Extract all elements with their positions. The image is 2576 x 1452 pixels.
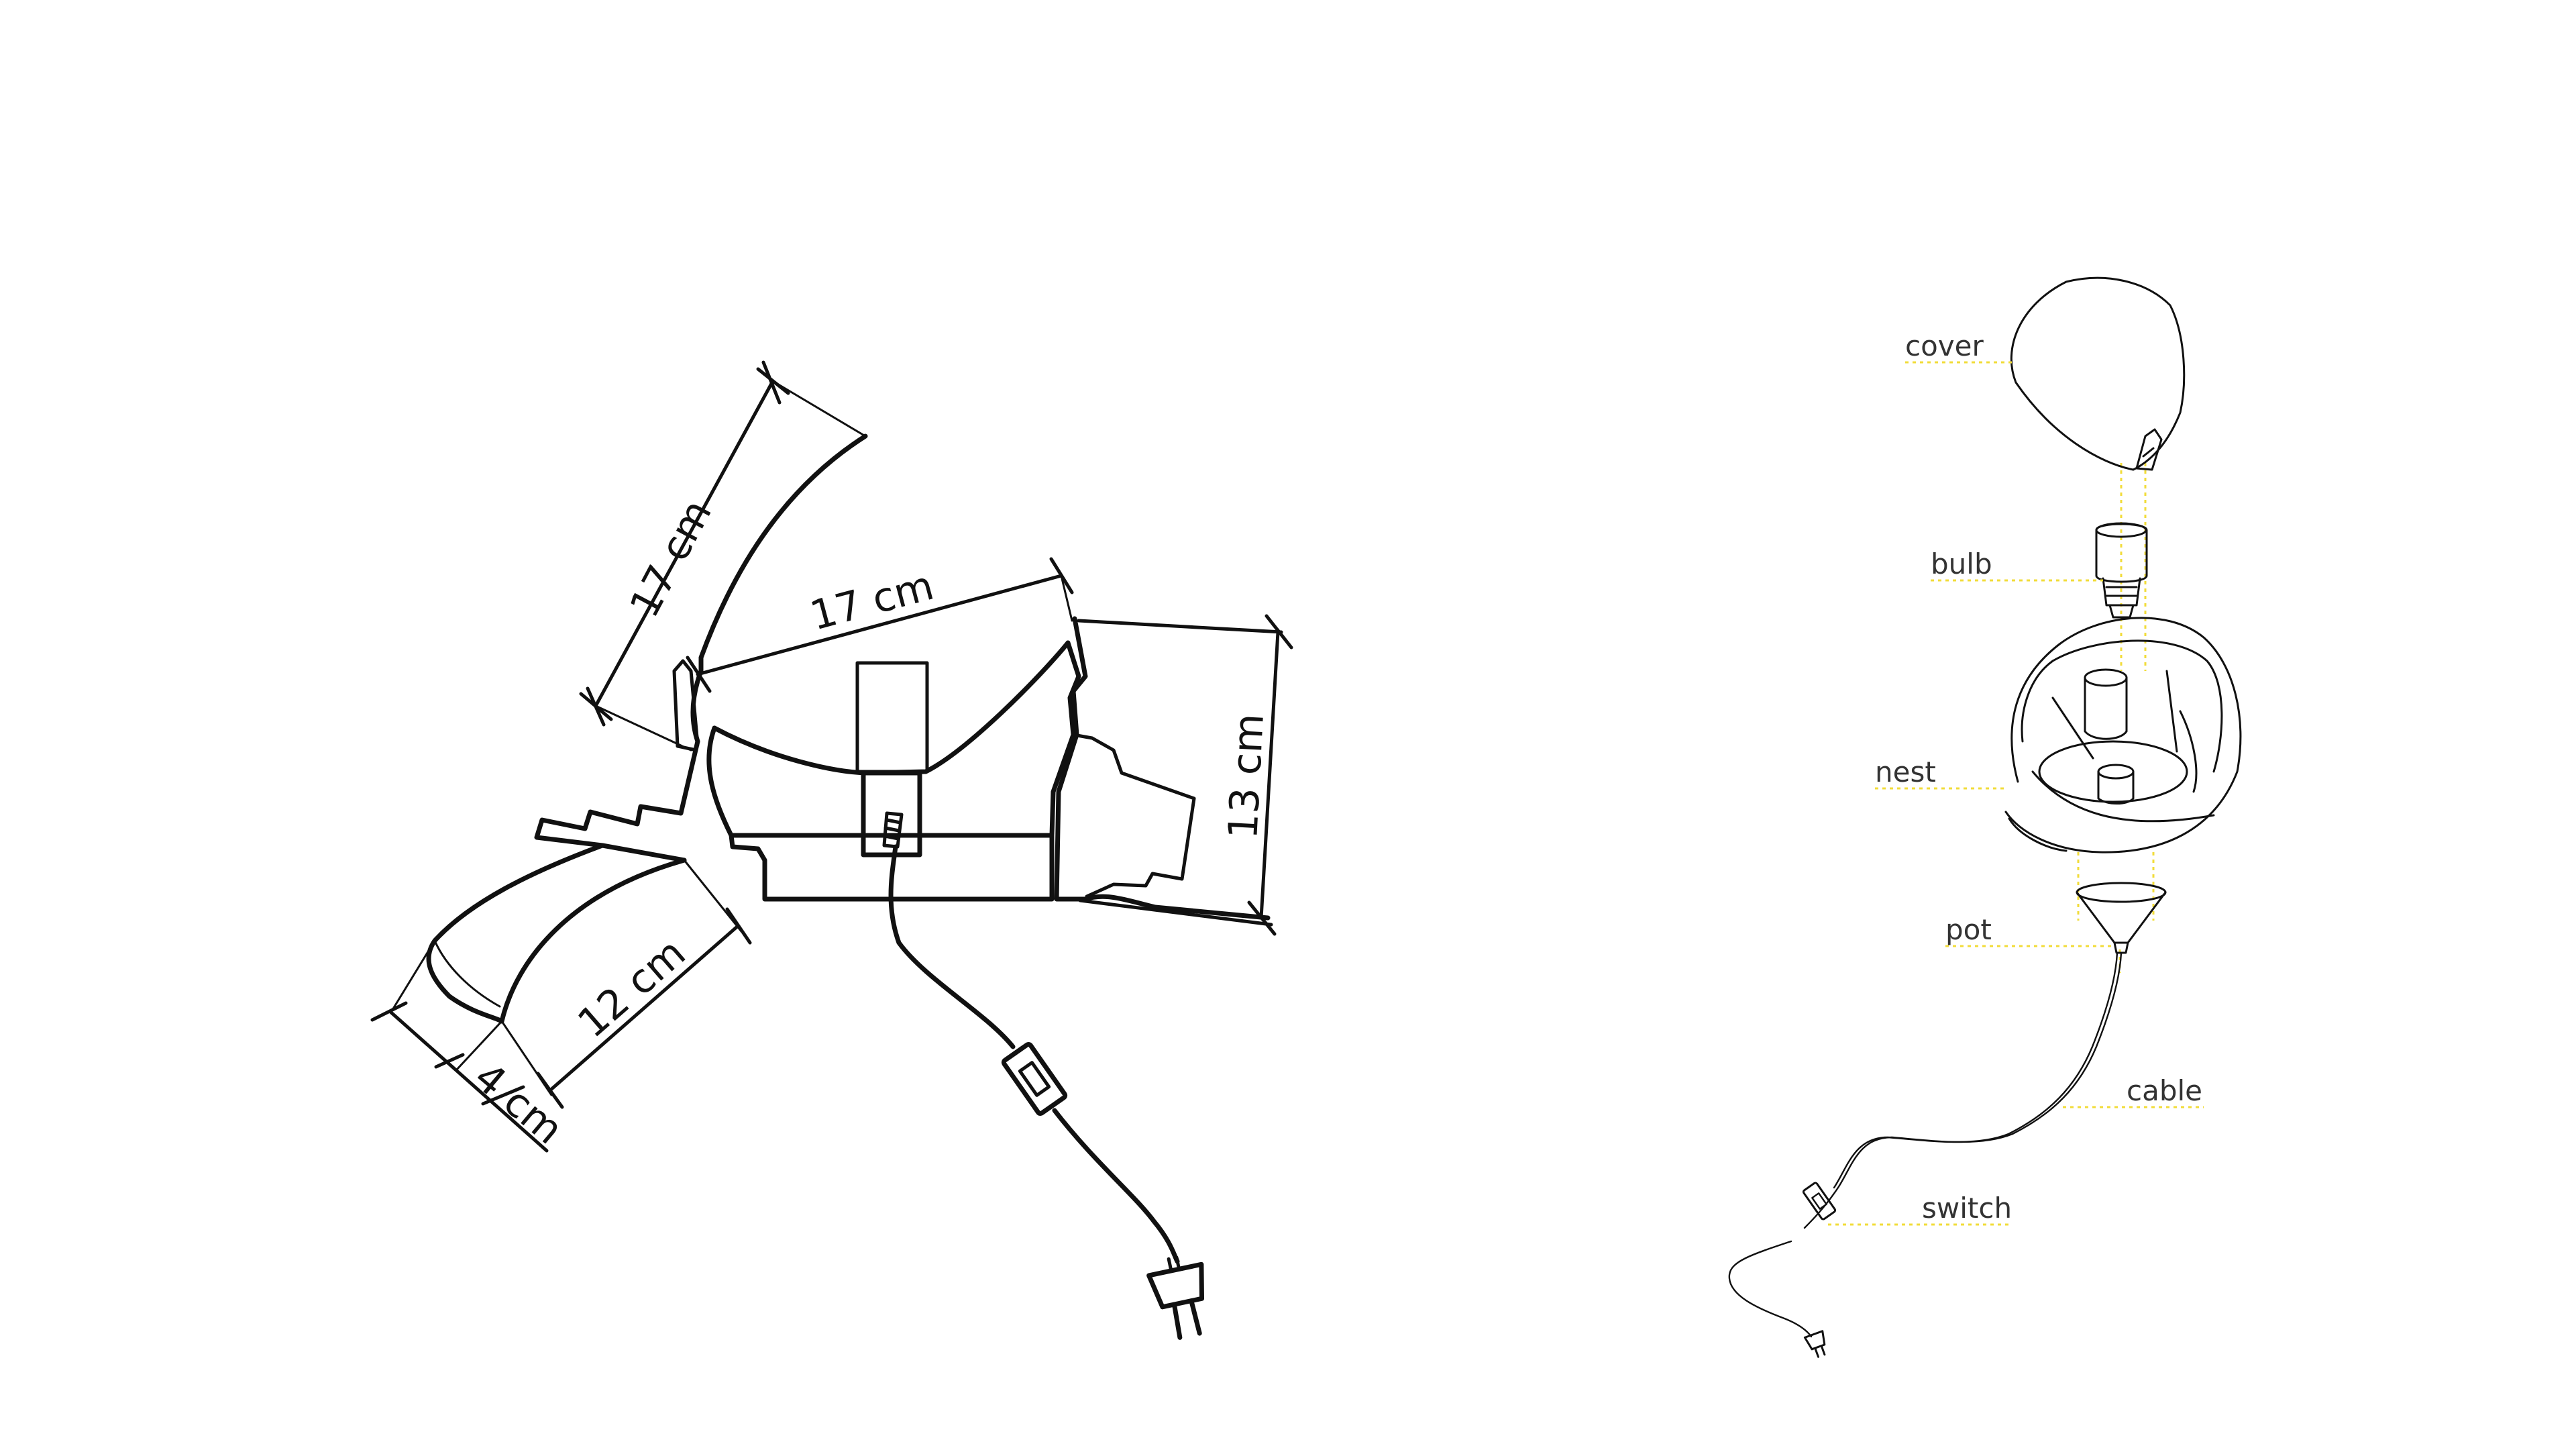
- label-pot: pot: [1945, 913, 2113, 947]
- label-cable-text: cable: [2127, 1074, 2202, 1107]
- cable-switch: [1001, 1041, 1068, 1117]
- pot-part: [2076, 882, 2167, 954]
- dimension-label-lower-length: 12 cm: [569, 929, 694, 1047]
- zigzag-strip: [534, 739, 700, 863]
- label-bulb: bulb: [1931, 548, 2103, 582]
- label-switch-text: switch: [1922, 1192, 2012, 1225]
- label-nest: nest: [1875, 756, 2006, 790]
- power-cable: [888, 844, 1016, 1049]
- dimension-annotations: 17 cm 17 cm 13 cm 12 cm: [370, 360, 1293, 1153]
- label-nest-text: nest: [1875, 756, 1936, 788]
- clip-spring: [882, 811, 904, 849]
- part-labels: cover bulb nest pot cable switch: [1828, 329, 2204, 1226]
- nest-part: [2004, 617, 2242, 853]
- dimension-lower-width: 4 cm: [370, 939, 572, 1153]
- dimension-top-left: 17 cm: [579, 360, 867, 751]
- plug-icon: [1146, 1255, 1205, 1340]
- dimension-label-top-left: 17 cm: [621, 492, 722, 625]
- cable-tab: [855, 661, 929, 774]
- dimension-right-height: 13 cm: [1077, 614, 1293, 936]
- bulb-part: [2095, 522, 2148, 619]
- lower-strip-edge: [433, 939, 501, 1008]
- label-cable: cable: [2063, 1074, 2204, 1108]
- base-panel-outline: [706, 725, 1055, 902]
- dimension-label-right-height: 13 cm: [1220, 713, 1273, 840]
- exploded-assembly-drawing: cover bulb nest pot cable switch: [1728, 276, 2242, 1358]
- label-cover: cover: [1905, 329, 2012, 364]
- side-panel: [1054, 616, 1271, 921]
- assembly-switch: [1802, 1182, 1837, 1221]
- dimension-label-lower-width: 4 cm: [465, 1053, 572, 1153]
- dimension-top-width: 17 cm: [686, 557, 1074, 693]
- label-cover-text: cover: [1905, 329, 1984, 362]
- right-panel-edge: [1049, 640, 1081, 838]
- label-bulb-text: bulb: [1931, 548, 1992, 580]
- dimension-lower-length: 12 cm: [500, 859, 752, 1109]
- power-cable-lower: [1052, 1108, 1180, 1264]
- label-pot-text: pot: [1945, 913, 1992, 946]
- unfolded-pattern-drawing: 17 cm 17 cm 13 cm 12 cm: [370, 360, 1293, 1340]
- label-switch: switch: [1828, 1192, 2012, 1226]
- cover-part: [2010, 276, 2186, 471]
- lower-strip: [426, 843, 687, 1024]
- cable-clip: [861, 770, 922, 858]
- assembly-plug-icon: [1803, 1330, 1826, 1358]
- assembly-cable: [1728, 951, 2123, 1338]
- side-panel-zigzag: [1071, 733, 1196, 898]
